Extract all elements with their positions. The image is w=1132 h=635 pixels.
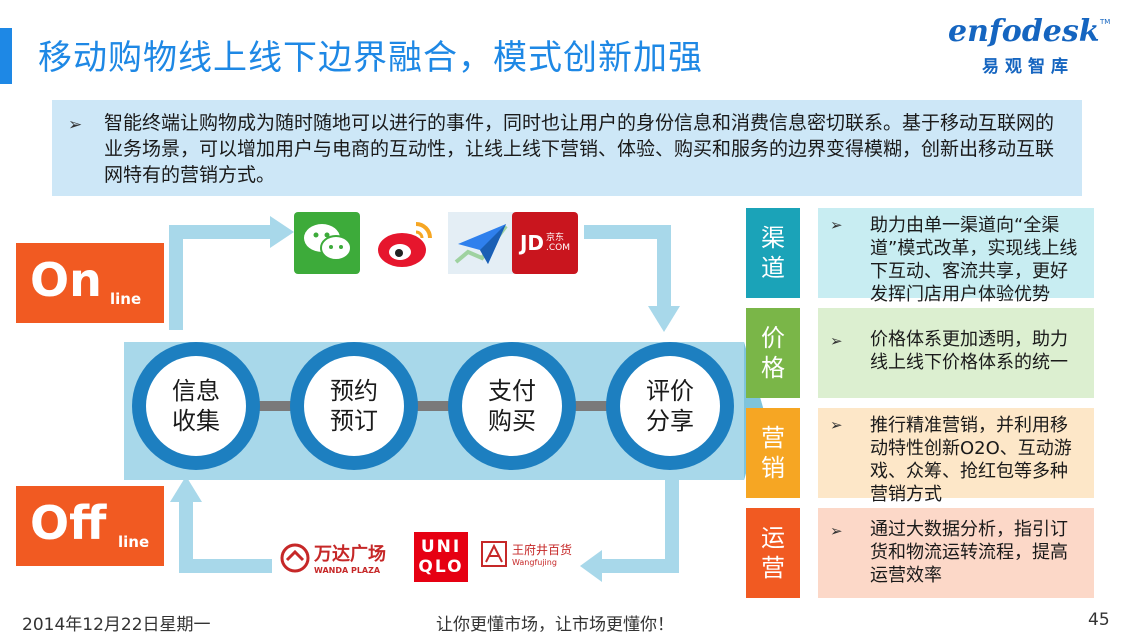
jd-logo-subtext: 京东 .COM [546,233,571,253]
offline-suffix: line [118,533,150,551]
process-step-line2: 预订 [330,407,378,435]
logo-wordmark: enfodesk [948,14,1100,49]
process-step-pay: 支付 购买 [448,342,576,470]
category-char: 价 [761,324,785,352]
logo-trademark: TM [1100,18,1111,26]
category-char: 运 [761,524,785,552]
category-channel-desc: ➢ 助力由单一渠道向“全渠道”模式改革，实现线上线下互动、客流共享，更好发挥门店… [818,208,1094,305]
category-char: 道 [761,254,785,282]
online-down-arrow [584,225,671,308]
enfodesk-logo: enfodesk TM 易观智库 [948,14,1111,77]
category-char: 格 [761,354,785,382]
desc-text: 价格体系更加透明，助力线上线下价格体系的统一 [870,329,1068,373]
offline-down-arrow [600,478,679,573]
process-step-collect: 信息 收集 [132,342,260,470]
process-connector [408,401,456,411]
desc-text: 通过大数据分析，指引订货和物流运转流程，提高运营效率 [870,519,1068,586]
process-connector [250,401,298,411]
wangfujing-cn: 王府井百货 [512,543,573,557]
intro-box: ➢ 智能终端让购物成为随时随地可以进行的事件，同时也让用户的身份信息和消费信息密… [52,100,1082,196]
desc-bullet: ➢ [830,522,843,540]
process-step-line1: 信息 [172,377,220,405]
online-suffix: line [110,290,142,308]
title-accent-bar [0,28,12,84]
category-channel: 渠 道 [746,208,800,298]
category-char: 营 [761,554,785,582]
process-band [124,342,764,480]
uniqlo-logo: UNI QLO [414,532,468,582]
category-marketing-desc: ➢ 推行精准营销，并利用移动特性创新O2O、互动游戏、众筹、抢红包等多种营销方式 [818,408,1094,505]
wangfujing-en: Wangfujing [512,558,557,567]
process-step-review: 评价 分享 [606,342,734,470]
page-number: 45 [1088,610,1110,630]
offline-up-arrow [179,500,272,573]
process-step-line1: 评价 [646,377,694,405]
jd-icon: JD 京东 .COM [512,212,578,274]
category-marketing: 营 销 [746,408,800,498]
footer-slogan: 让你更懂市场，让市场更懂你！ [436,615,674,635]
desc-text: 推行精准营销，并利用移动特性创新O2O、互动游戏、众筹、抢红包等多种营销方式 [870,415,1072,505]
intro-text: 智能终端让购物成为随时随地可以进行的事件，同时也让用户的身份信息和消费信息密切联… [104,112,1055,186]
paper-plane-map-icon [448,212,514,274]
process-step-line1: 预约 [330,377,378,405]
wanda-emblem-icon [280,543,310,572]
process-step-line2: 收集 [172,407,220,435]
offline-down-arrowhead [580,550,602,582]
process-step-line2: 购买 [488,407,536,435]
online-word: On [30,253,102,307]
uniqlo-line2: QLO [418,557,464,577]
weibo-icon [372,212,438,274]
category-price: 价 格 [746,308,800,398]
online-down-arrowhead [648,306,680,332]
online-label: On line [16,243,164,323]
page-title: 移动购物线上线下边界融合，模式创新加强 [38,38,703,78]
wanda-cn: 万达广场 [314,544,386,565]
jd-logo-text: JD [519,231,545,255]
logo-chinese: 易观智库 [982,57,1074,77]
desc-bullet: ➢ [830,416,843,434]
process-step-line2: 分享 [646,407,694,435]
wangfujing-logo: 王府井百货 Wangfujing [480,540,572,568]
offline-up-arrowhead [170,476,202,502]
offline-label: Off line [16,486,164,566]
process-step-reserve: 预约 预订 [290,342,418,470]
intro-bullet: ➢ [68,115,83,135]
category-operations-desc: ➢ 通过大数据分析，指引订货和物流运转流程，提高运营效率 [818,508,1094,598]
desc-bullet: ➢ [830,332,843,350]
offline-word: Off [30,496,107,550]
category-char: 营 [761,424,785,452]
wanda-en: WANDA PLAZA [314,566,381,575]
online-up-arrow [169,225,272,330]
wanda-logo: 万达广场 WANDA PLAZA [280,540,386,575]
category-char: 渠 [761,224,785,252]
desc-text: 助力由单一渠道向“全渠道”模式改革，实现线上线下互动、客流共享，更好发挥门店用户… [870,215,1078,305]
category-price-desc: ➢ 价格体系更加透明，助力线上线下价格体系的统一 [818,308,1094,398]
category-char: 销 [761,454,785,482]
wechat-icon [294,212,360,274]
footer-date: 2014年12月22日星期一 [22,615,211,635]
wangfujing-emblem-icon [481,541,507,567]
process-step-line1: 支付 [488,377,536,405]
online-up-arrowhead [270,216,294,248]
process-connector [566,401,614,411]
desc-bullet: ➢ [830,216,843,234]
category-operations: 运 营 [746,508,800,598]
uniqlo-line1: UNI [420,537,462,557]
